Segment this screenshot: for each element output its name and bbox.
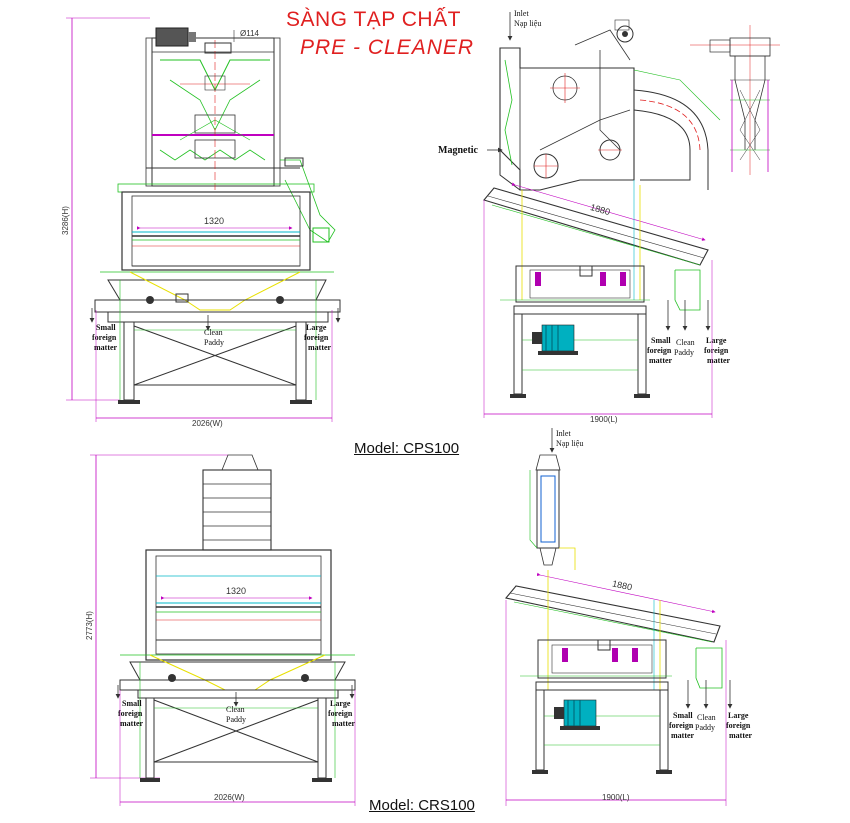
crs100-side-view: Inlet Nạp liệu 1880 — [504, 428, 753, 806]
cps100-width-dim: 2026(W) — [192, 419, 223, 428]
title-vietnamese: SÀNG TẠP CHẤT — [286, 8, 461, 31]
cyclone-diagram — [690, 25, 780, 175]
crs100-front-view: 2773(H) 1320 — [85, 454, 356, 806]
crs100-side-inlet: Inlet Nạp liệu — [556, 429, 583, 448]
crs100-screen-length: 1880 — [611, 578, 633, 592]
crs100-screen-width: 1320 — [226, 586, 246, 596]
cps100-front-outlet-small: Small foreign matter — [92, 323, 118, 352]
cps100-length-dim: 1900(L) — [590, 415, 618, 424]
cps100-front-outlet-clean: Clean Paddy — [204, 328, 225, 347]
cps100-side-outlet-small: Small foreign matter — [647, 336, 673, 365]
crs100-front-outlet-clean: Clean Paddy — [226, 705, 247, 724]
cps100-side-view: Inlet Nạp liệu Magnetic — [438, 9, 731, 424]
crs100-side-outlet-large: Large foreign matter — [726, 711, 753, 740]
model-label-crs100: Model: CRS100 — [369, 797, 475, 814]
cps100-front-outlet-large: Large foreign matter — [304, 323, 332, 352]
crs100-front-outlet-large: Large foreign matter — [328, 699, 356, 728]
cps100-front-view: 3286(H) Ø114 — [61, 17, 341, 428]
cps100-height-dim: 3286(H) — [61, 206, 70, 235]
cps100-screen-length: 1880 — [589, 202, 611, 217]
crs100-height-dim: 2773(H) — [85, 611, 94, 640]
cps100-side-outlet-large: Large foreign matter — [704, 336, 731, 365]
title-english: PRE - CLEANER — [300, 36, 475, 59]
model-label-cps100: Model: CPS100 — [354, 440, 460, 457]
cps100-pipe-dia: Ø114 — [240, 29, 260, 38]
cps100-side-outlet-clean: Clean Paddy — [674, 338, 697, 357]
crs100-front-outlet-small: Small foreign matter — [118, 699, 144, 728]
cps100-screen-width: 1320 — [204, 216, 224, 226]
cps100-side-inlet: Inlet Nạp liệu — [514, 9, 541, 28]
crs100-side-outlet-small: Small foreign matter — [669, 711, 695, 740]
crs100-side-outlet-clean: Clean Paddy — [695, 713, 718, 732]
cps100-side-magnetic: Magnetic — [438, 145, 479, 156]
crs100-width-dim: 2026(W) — [214, 793, 245, 802]
crs100-length-dim: 1900(L) — [602, 793, 630, 802]
